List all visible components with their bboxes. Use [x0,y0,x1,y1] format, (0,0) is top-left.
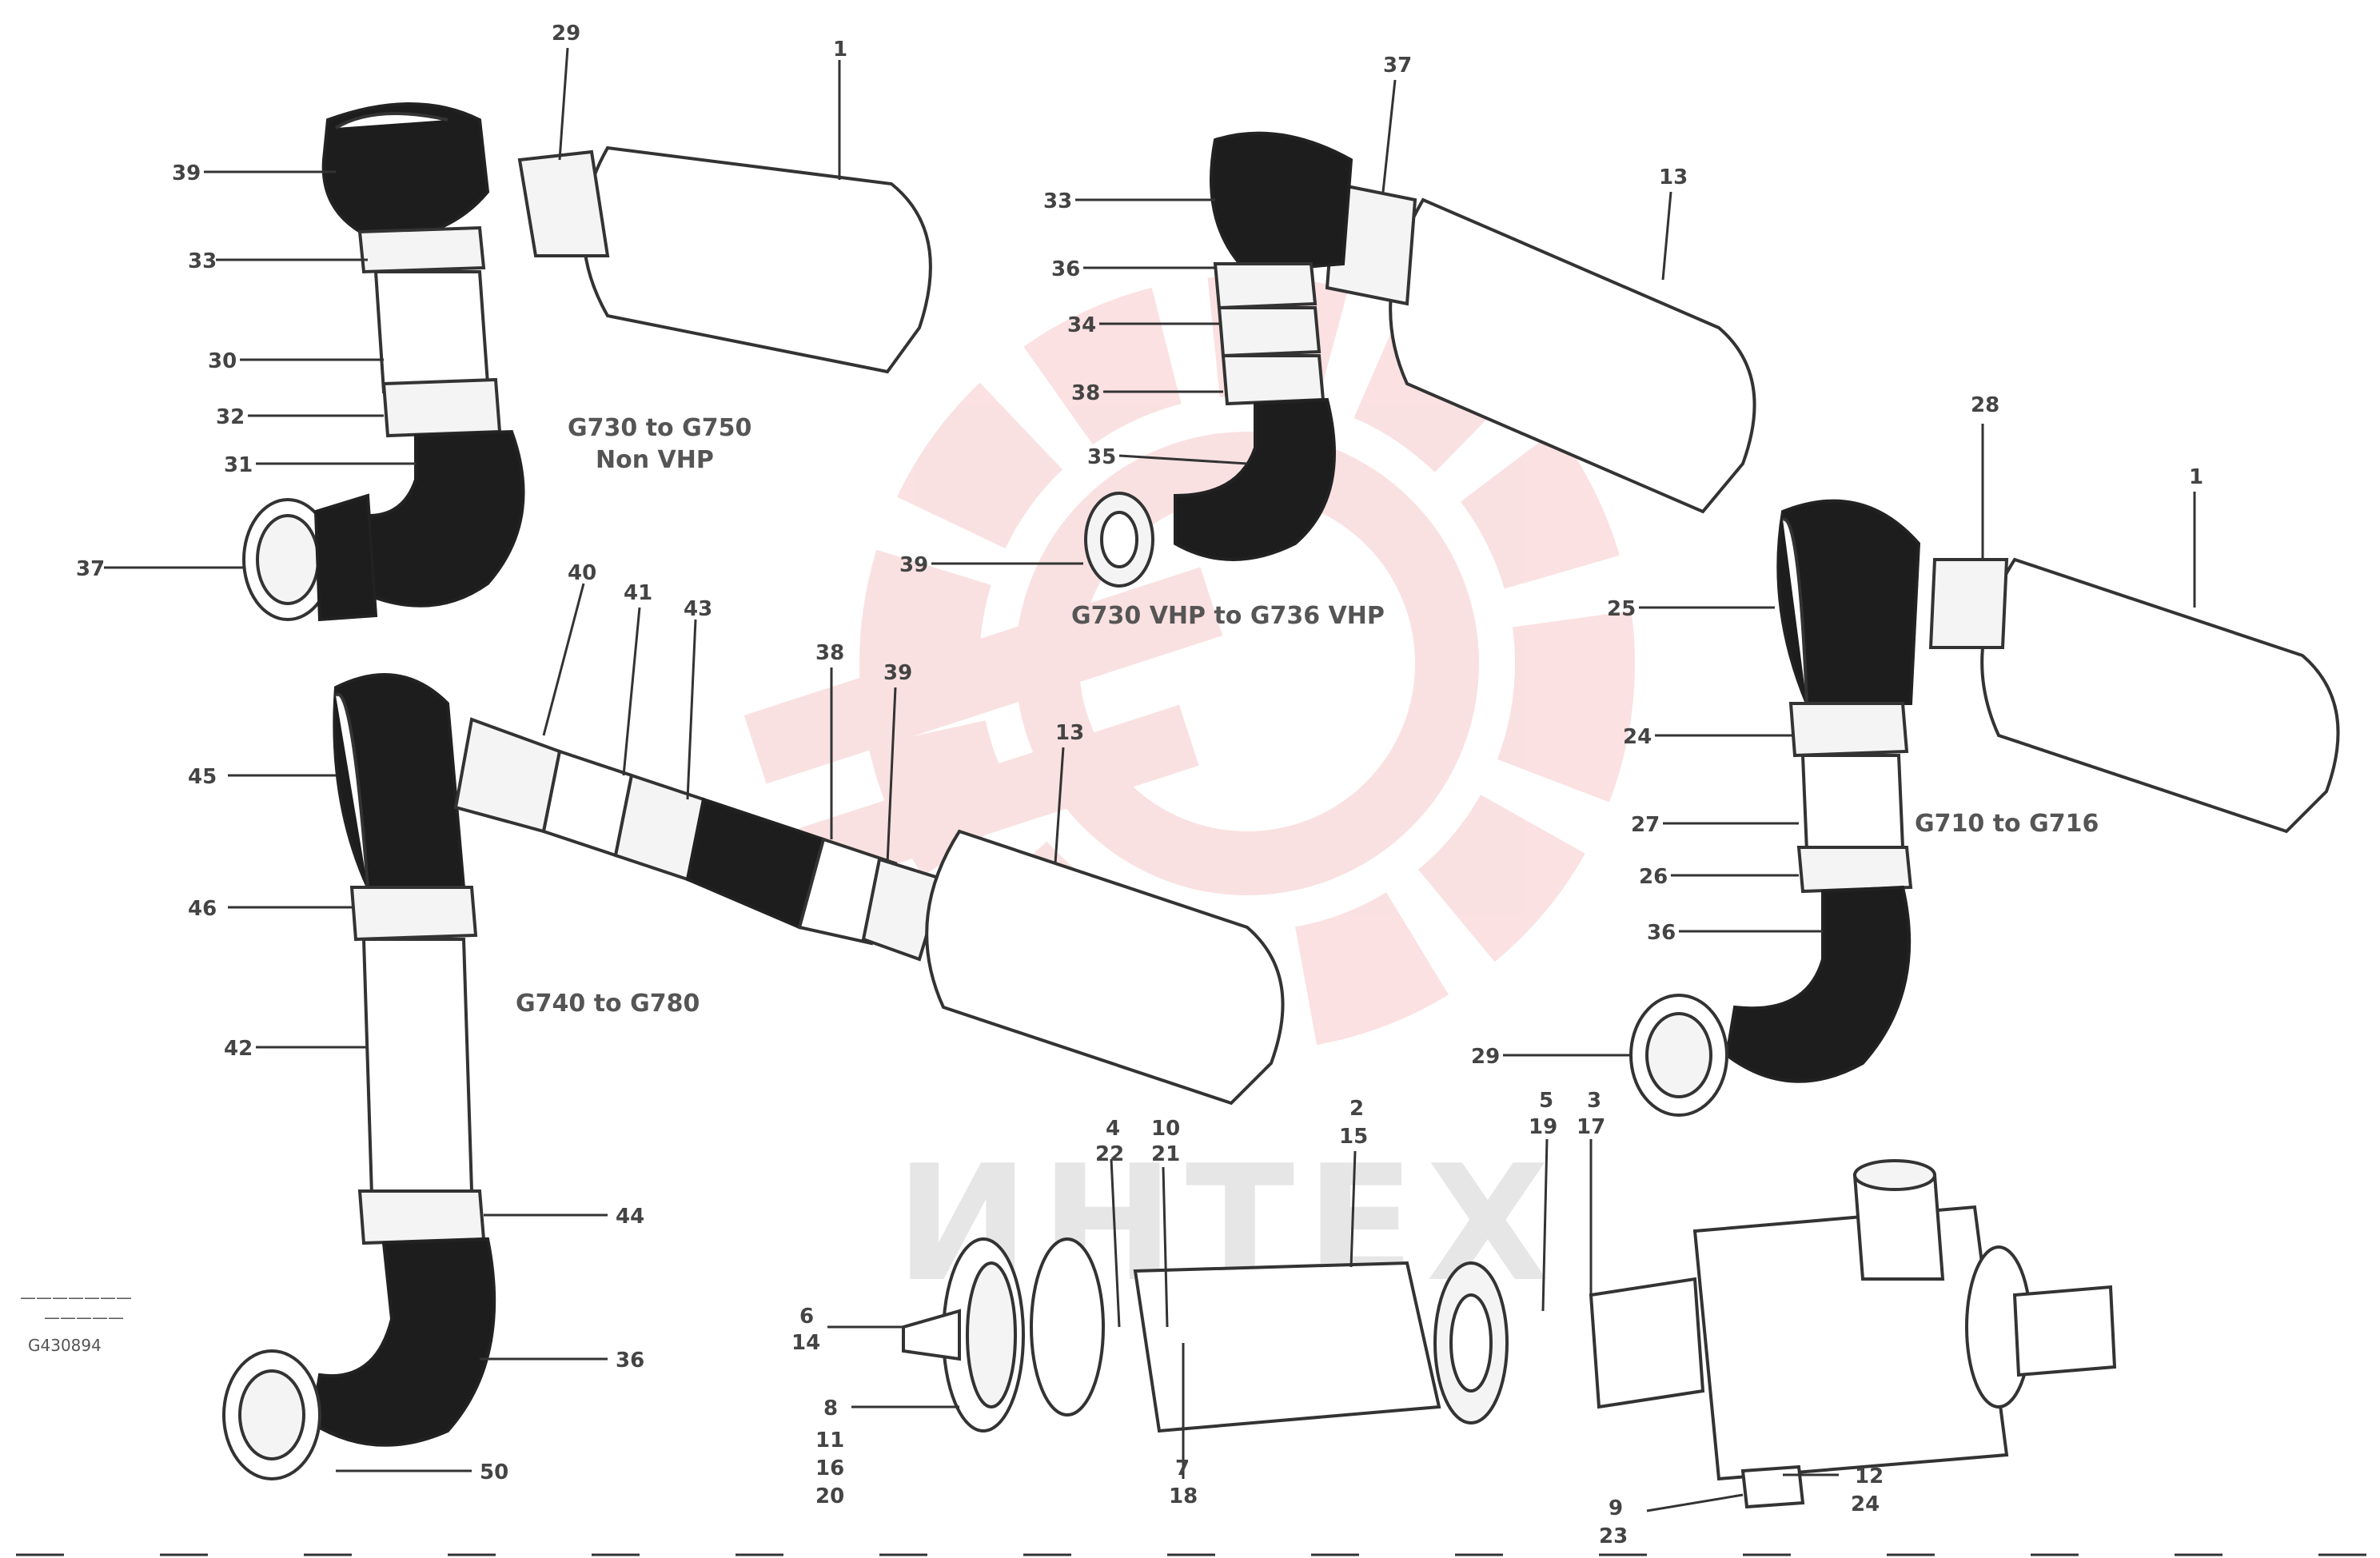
callout-29: 29 [1471,1045,1500,1069]
callout-24: 24 [1623,725,1652,749]
callout-31: 31 [224,453,253,477]
callout-13: 13 [1055,721,1084,745]
callout-14: 14 [791,1331,820,1355]
callout-23: 23 [1599,1524,1628,1548]
callout-24: 24 [1851,1492,1880,1516]
caption-right: G710 to G716 [1915,810,2099,838]
callout-7: 7 [1175,1456,1190,1480]
assembly-top-left [242,102,932,622]
callout-6: 6 [799,1305,814,1329]
callout-10: 10 [1151,1117,1180,1141]
callout-29: 29 [552,22,580,46]
callout-28: 28 [1971,393,1999,417]
reference-code: G430894 [28,1336,102,1355]
callout-33: 33 [188,249,217,273]
callout-27: 27 [1631,813,1660,837]
callout-42: 42 [224,1037,253,1061]
callout-21: 21 [1151,1142,1180,1166]
caption-top-middle: G730 VHP to G736 VHP [1071,602,1385,630]
callout-46: 46 [188,897,217,921]
reference-line2: ————— [44,1308,124,1327]
caption-left-middle: G740 to G780 [516,990,700,1018]
assembly-bottom-filter [902,1159,2117,1509]
callout-18: 18 [1169,1484,1198,1508]
callout-22: 22 [1095,1142,1124,1166]
callout-44: 44 [616,1205,644,1229]
callout-37: 37 [76,557,105,581]
callout-1: 1 [833,38,847,62]
callout-8: 8 [823,1397,838,1421]
leader-lines [104,47,2196,1512]
callout-39: 39 [883,661,912,685]
callout-39: 39 [172,161,201,185]
callout-5: 5 [1539,1089,1553,1113]
assembly-left-middle [222,673,1285,1480]
callout-33: 33 [1043,189,1072,213]
callout-45: 45 [188,765,217,789]
callout-20: 20 [815,1484,844,1508]
callout-16: 16 [815,1456,844,1480]
assembly-top-middle [1084,131,1756,588]
callout-36: 36 [1051,257,1080,281]
callout-25: 25 [1607,597,1636,621]
callout-9: 9 [1609,1496,1623,1520]
callout-37: 37 [1383,54,1412,78]
callout-34: 34 [1067,313,1096,337]
callout-36: 36 [616,1349,644,1373]
callout-32: 32 [216,405,245,429]
caption-top-left-line2: Non VHP [596,446,714,474]
callout-40: 40 [568,561,596,585]
callout-39: 39 [899,553,928,577]
callout-50: 50 [480,1460,508,1484]
callout-38: 38 [815,641,844,665]
callout-3: 3 [1587,1089,1601,1113]
callout-4: 4 [1106,1117,1120,1141]
callout-38: 38 [1071,381,1100,405]
callout-1: 1 [2189,465,2203,489]
reference-line1: ——————— [20,1288,132,1307]
callout-17: 17 [1577,1115,1605,1139]
callout-26: 26 [1639,865,1668,889]
caption-top-left-line1: G730 to G750 [568,414,751,442]
callout-15: 15 [1339,1125,1368,1149]
callout-43: 43 [684,597,712,621]
callout-30: 30 [208,349,237,373]
callout-12: 12 [1855,1464,1884,1488]
callout-13: 13 [1659,165,1688,189]
callout-41: 41 [624,581,652,605]
callout-11: 11 [815,1428,844,1452]
callout-2: 2 [1349,1097,1364,1121]
assembly-right [1629,499,2340,1117]
callout-36: 36 [1647,921,1676,945]
callout-35: 35 [1087,445,1116,469]
callout-19: 19 [1529,1115,1557,1139]
